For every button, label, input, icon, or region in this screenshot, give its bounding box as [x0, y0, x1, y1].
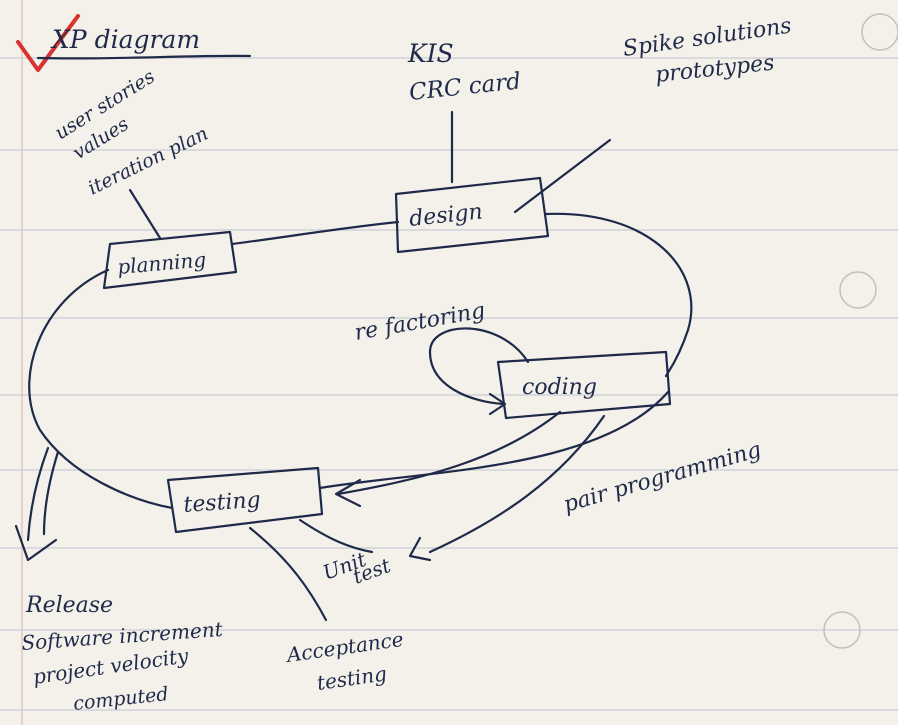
- spike-leader-line: [513, 138, 612, 214]
- planning-to-testing-loop: [28, 268, 174, 510]
- testing-to-unit-test-line: [298, 518, 374, 554]
- refactoring-annotation: re factoring: [353, 298, 487, 346]
- pair-programming-line: [428, 414, 606, 554]
- refactoring-arrowhead: [488, 392, 507, 416]
- refactoring-loop: [428, 327, 530, 406]
- testing-node: [166, 466, 324, 534]
- testing-node-label: testing: [183, 488, 262, 518]
- acceptance-leader-line: [248, 526, 328, 622]
- check-mark-icon: [16, 14, 80, 72]
- unit-test-arrowhead: [408, 536, 432, 562]
- pair-programming-annotation: pair programming: [561, 437, 764, 517]
- acceptance-annotation-line1: Acceptance: [283, 627, 405, 667]
- spike-annotation-line2: prototypes: [654, 51, 776, 88]
- design-annotation-crc: CRC card: [408, 68, 522, 106]
- coding-to-testing-arrowhead: [334, 478, 362, 508]
- release-annotation: Release: [25, 593, 113, 618]
- release-arrow: [26, 446, 50, 542]
- acceptance-annotation-line2: testing: [315, 661, 388, 695]
- bleed-through-marks: [823, 13, 898, 649]
- design-to-coding-connector: [544, 212, 693, 378]
- coding-node: [496, 350, 672, 420]
- release-arrowhead: [14, 524, 58, 562]
- coding-to-testing-arrow: [336, 410, 562, 496]
- title-underline: [36, 54, 252, 60]
- diagram-title: XP diagram: [50, 25, 200, 54]
- planning-to-design-connector: [230, 220, 400, 246]
- planning-node-label: planning: [116, 247, 207, 279]
- release-arrow-double: [42, 450, 60, 536]
- release-annotation-software-increment: Software increment: [21, 617, 225, 655]
- planning-node: [102, 230, 238, 290]
- planning-leader-line: [128, 188, 162, 240]
- design-node: [394, 176, 550, 254]
- design-node-label: design: [408, 199, 484, 232]
- design-annotation-kis: KIS: [407, 39, 454, 68]
- coding-outer-loop-connector: [318, 390, 670, 490]
- coding-node-label: coding: [522, 375, 597, 400]
